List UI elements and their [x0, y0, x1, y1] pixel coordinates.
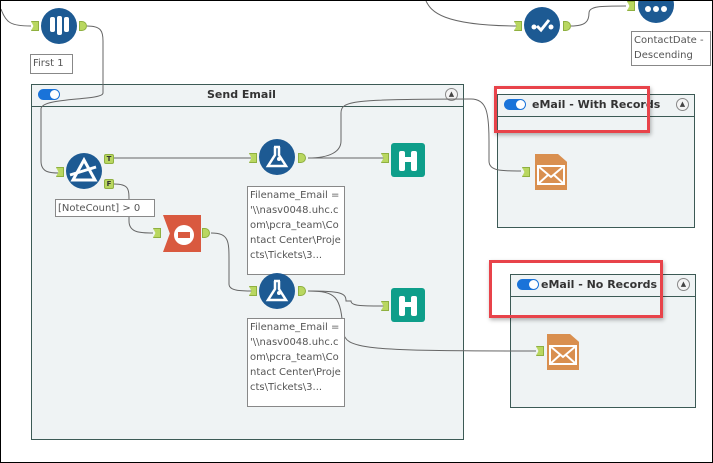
- collapse-icon[interactable]: ▲: [445, 88, 458, 101]
- connection: [425, 1, 522, 27]
- tool-annotation: ContactDate - Descending: [631, 31, 711, 66]
- false-anchor[interactable]: F: [104, 179, 114, 189]
- browse-tool[interactable]: [391, 288, 425, 322]
- output-anchor[interactable]: [563, 21, 571, 31]
- sort-tool[interactable]: [638, 1, 674, 23]
- output-anchor[interactable]: [298, 286, 306, 296]
- filter-icon: [69, 156, 98, 182]
- sort-icon: [645, 6, 667, 12]
- formula-icon: [265, 145, 289, 168]
- output-anchor[interactable]: [202, 228, 210, 238]
- container-header[interactable]: Send Email ▲: [32, 85, 463, 107]
- unique-tool[interactable]: [524, 7, 560, 43]
- highlight-box: [494, 86, 650, 133]
- input-anchor[interactable]: [514, 21, 522, 31]
- formula-tool[interactable]: [259, 273, 295, 309]
- input-anchor[interactable]: [627, 1, 635, 11]
- email-icon: [537, 165, 565, 185]
- sample-icon: [50, 16, 69, 35]
- email-tool[interactable]: [547, 334, 579, 370]
- formula-icon: [265, 279, 289, 302]
- tool-annotation: [NoteCount] > 0: [55, 199, 155, 217]
- collapse-icon[interactable]: ▲: [677, 278, 690, 291]
- tool-annotation: First 1: [30, 54, 73, 74]
- container-toggle[interactable]: [517, 279, 539, 290]
- email-icon: [549, 345, 577, 365]
- container-email-no-records[interactable]: eMail - No Records ▲: [510, 274, 696, 408]
- input-anchor[interactable]: [31, 21, 39, 31]
- container-title: Send Email: [207, 88, 276, 101]
- browse-icon: [399, 151, 417, 171]
- email-tool[interactable]: [535, 154, 567, 190]
- unique-icon: [531, 19, 554, 33]
- count-records-icon: [174, 225, 194, 245]
- browse-tool[interactable]: [391, 143, 425, 177]
- container-title: eMail - No Records: [541, 278, 658, 291]
- container-email-with-records[interactable]: eMail - With Records ▲: [497, 94, 695, 228]
- container-header[interactable]: eMail - No Records ▲: [511, 275, 695, 297]
- connection: [570, 5, 627, 27]
- filter-tool[interactable]: [66, 153, 102, 189]
- sample-tool[interactable]: [41, 8, 77, 44]
- output-anchor[interactable]: [298, 153, 306, 163]
- browse-icon: [399, 296, 417, 316]
- output-anchor[interactable]: [79, 21, 87, 31]
- tool-annotation: Filename_Email = '\\nasv0048.uhc.com\pcr…: [247, 186, 345, 275]
- highlight-box: [489, 260, 663, 318]
- collapse-icon[interactable]: ▲: [676, 98, 689, 111]
- container-title: eMail - With Records: [532, 98, 661, 111]
- container-toggle[interactable]: [38, 89, 60, 100]
- true-anchor[interactable]: T: [104, 154, 114, 164]
- tool-annotation: Filename_Email = '\\nasv0048.uhc.com\pcr…: [247, 318, 345, 407]
- formula-tool[interactable]: [259, 139, 295, 175]
- connection: [1, 8, 32, 27]
